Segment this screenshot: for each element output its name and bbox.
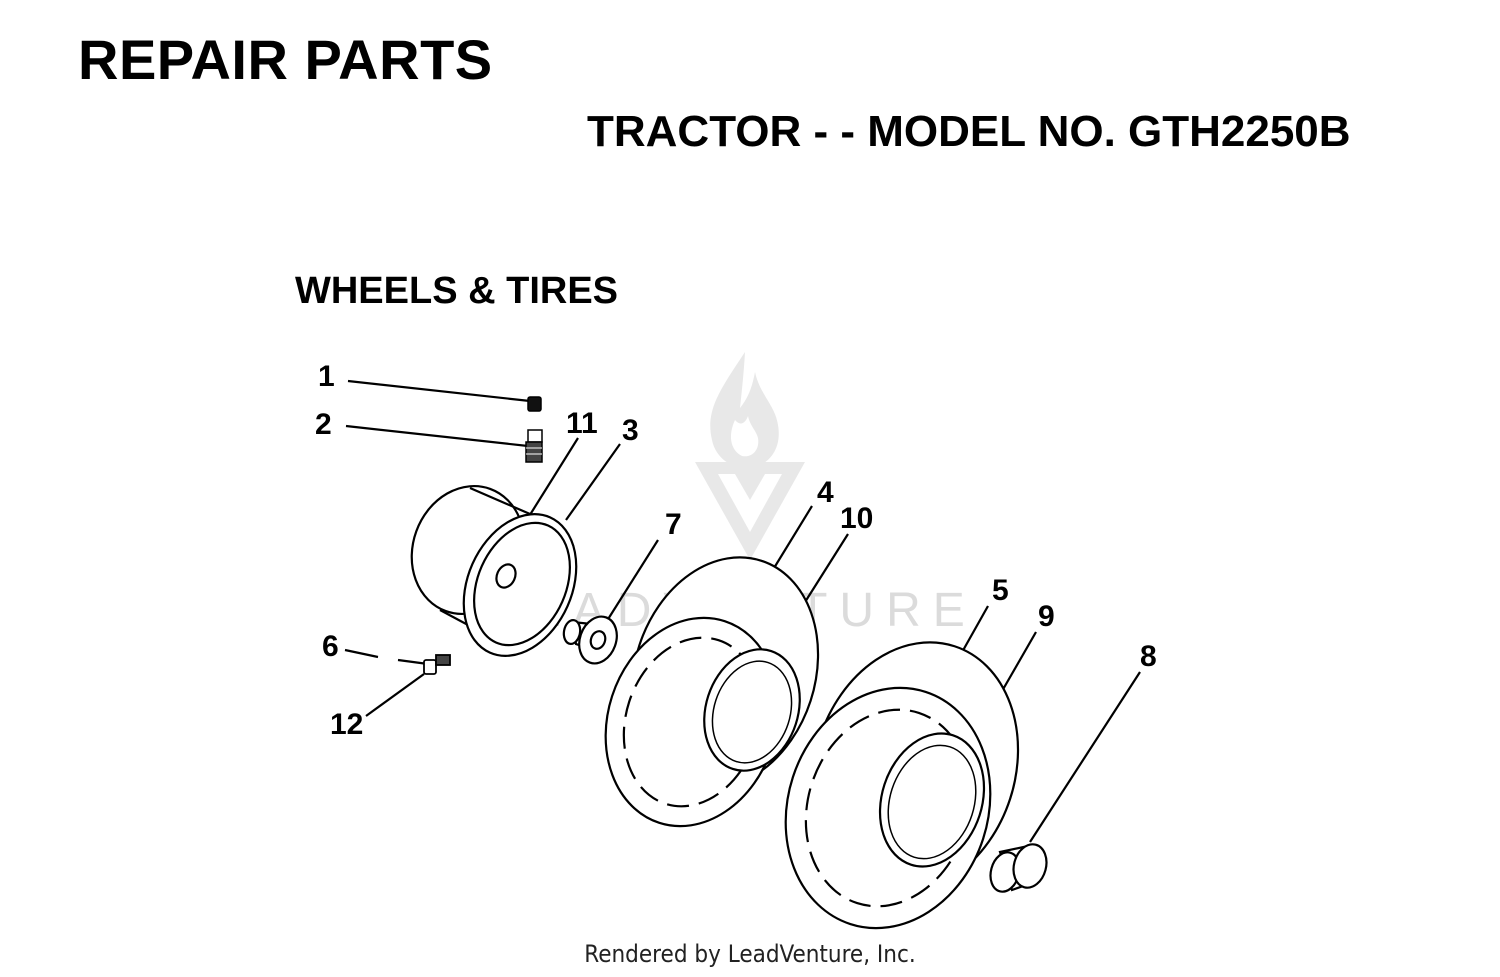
callout-1: 1 xyxy=(318,360,335,393)
callout-8: 8 xyxy=(1140,640,1157,673)
flame-logo-icon xyxy=(710,352,779,469)
callout-10: 10 xyxy=(840,502,873,535)
front-tire xyxy=(604,556,820,828)
page-title: REPAIR PARTS xyxy=(78,28,493,91)
bushing xyxy=(562,615,618,665)
model-title: TRACTOR - - MODEL NO. GTH2250B xyxy=(587,107,1351,156)
callout-9: 9 xyxy=(1038,600,1055,633)
callout-7: 7 xyxy=(665,508,682,541)
valve-cap xyxy=(527,396,542,412)
callout-11: 11 xyxy=(566,407,598,440)
callout-labels: 1 2 3 4 5 6 7 8 9 10 11 12 xyxy=(315,360,1157,741)
wheel-rim xyxy=(410,484,578,657)
grease-fitting xyxy=(423,654,451,675)
callout-4: 4 xyxy=(817,476,834,509)
callout-12: 12 xyxy=(330,708,363,741)
footer-credit: Rendered by LeadVenture, Inc. xyxy=(584,940,916,968)
v-logo-icon xyxy=(695,462,805,560)
callout-2: 2 xyxy=(315,408,332,441)
rear-tire xyxy=(784,641,1020,930)
callout-3: 3 xyxy=(622,414,639,447)
section-title: WHEELS & TIRES xyxy=(295,270,619,312)
callout-6: 6 xyxy=(322,630,339,663)
hub-cap xyxy=(989,843,1048,893)
callout-5: 5 xyxy=(992,574,1009,607)
valve-stem xyxy=(525,429,543,463)
